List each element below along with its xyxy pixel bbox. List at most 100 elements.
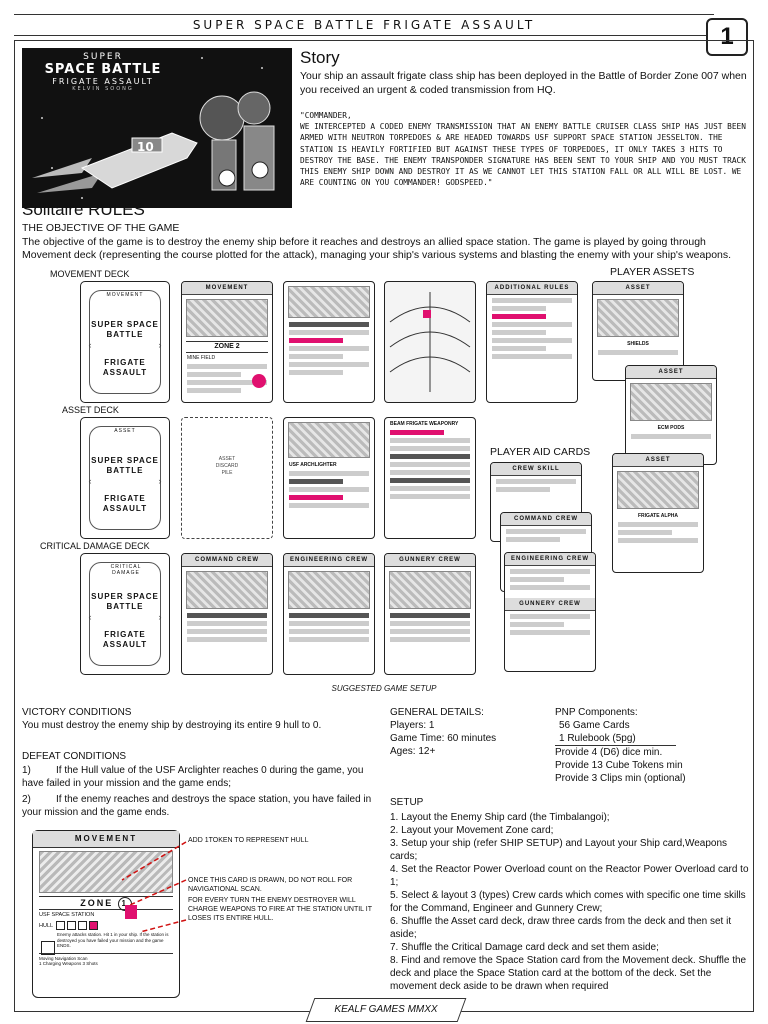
general-heading: GENERAL DETAILS: bbox=[390, 707, 484, 718]
defeat-text: If the enemy reaches and destroys the sp… bbox=[22, 794, 372, 818]
text-line bbox=[492, 330, 546, 335]
gunnery-crew-card[interactable]: GUNNERY CREW bbox=[384, 553, 476, 675]
aid-card-engineering[interactable]: ENGINEERING CREW GUNNERY CREW bbox=[504, 552, 596, 672]
setup-step: 3. Setup your ship (refer SHIP SETUP) an… bbox=[390, 838, 728, 862]
bottom-line1: Moving Navigation Scan bbox=[39, 955, 88, 961]
enemy-ship-card[interactable] bbox=[283, 281, 375, 403]
card-back-head: ASSET bbox=[114, 428, 136, 434]
range-tracker-card[interactable] bbox=[384, 281, 476, 403]
brand-word2: BATTLE bbox=[106, 602, 144, 611]
text-line bbox=[289, 354, 343, 359]
brand-word2: BATTLE bbox=[106, 466, 144, 475]
text-line bbox=[492, 322, 572, 327]
asset-name: ECM PODS bbox=[657, 425, 685, 431]
cover-title-line2: SPACE BATTLE bbox=[44, 62, 162, 77]
brand-word3: FRIGATE bbox=[104, 358, 146, 367]
text-line bbox=[289, 362, 369, 367]
text-line bbox=[390, 613, 470, 618]
brand-word3: FRIGATE bbox=[104, 630, 146, 639]
objective-heading: THE OBJECTIVE OF THE GAME bbox=[22, 222, 180, 234]
zone-word: ZONE bbox=[214, 343, 234, 350]
attack-icon bbox=[41, 941, 55, 955]
text-line bbox=[187, 637, 267, 642]
card-art bbox=[288, 286, 370, 318]
victory-text: You must destroy the enemy ship by destr… bbox=[22, 720, 322, 731]
setup-step: 7. Shuffle the Critical Damage card deck… bbox=[390, 942, 659, 953]
explosion-icon bbox=[252, 374, 266, 388]
transmission-greeting: "COMMANDER, bbox=[300, 111, 352, 120]
player-assets-label: PLAYER ASSETS bbox=[610, 266, 695, 278]
text-line bbox=[496, 479, 576, 484]
players-count: Players: 1 bbox=[390, 720, 435, 731]
text-line bbox=[510, 614, 590, 619]
setup-step: 8. Find and remove the Space Station car… bbox=[390, 955, 747, 992]
story-intro: Your ship an assault frigate class ship … bbox=[300, 70, 747, 96]
suggested-setup-caption: SUGGESTED GAME SETUP bbox=[331, 684, 437, 693]
setup-heading: SETUP bbox=[390, 797, 424, 808]
card-header: CREW SKILL bbox=[491, 463, 581, 476]
cover-author: KELVIN SOONG bbox=[72, 86, 134, 92]
card-art bbox=[597, 299, 679, 337]
text-line bbox=[390, 446, 470, 451]
card-back-head: CRITICAL DAMAGE bbox=[110, 564, 142, 576]
asset-name: FRIGATE ALPHA bbox=[638, 513, 678, 519]
transmission-body: WE INTERCEPTED A CODED ENEMY TRANSMISSIO… bbox=[300, 122, 746, 188]
cover-title: SUPER SPACE BATTLE FRIGATE ASSAULT KELVI… bbox=[28, 52, 178, 92]
svg-text:10: 10 bbox=[137, 140, 154, 154]
card-bottom: Moving Navigation Scan 1 Charging Weapon… bbox=[39, 952, 173, 967]
asset-card-frigate-alpha[interactable]: ASSET FRIGATE ALPHA bbox=[612, 453, 704, 573]
story-heading: Story bbox=[300, 48, 340, 67]
page-header: SUPER SPACE BATTLE FRIGATE ASSAULT bbox=[14, 14, 714, 36]
setup-steps: 1. Layout the Enemy Ship card (the Timba… bbox=[390, 811, 755, 993]
setup-step: 5. Select & layout 3 (types) Crew cards … bbox=[390, 890, 746, 914]
general-details: GENERAL DETAILS: Players: 1 Game Time: 6… bbox=[390, 706, 496, 758]
card-art bbox=[186, 571, 268, 609]
hull-token bbox=[89, 921, 99, 930]
text-line bbox=[289, 503, 369, 508]
text-line bbox=[390, 478, 470, 483]
publisher-footer: KEALF GAMES MMXX bbox=[305, 998, 467, 1022]
setup-step: 6. Shuffle the Asset card deck, draw thr… bbox=[390, 916, 732, 940]
text-line bbox=[187, 621, 267, 626]
text-line bbox=[618, 530, 672, 535]
hull-box bbox=[78, 921, 88, 930]
defeat-heading: DEFEAT CONDITIONS bbox=[22, 751, 127, 762]
text-line bbox=[187, 380, 267, 385]
brand-word3: FRIGATE bbox=[104, 494, 146, 503]
card-header: ENGINEERING CREW bbox=[505, 553, 595, 566]
additional-rules-card[interactable]: ADDITIONAL RULES bbox=[486, 281, 578, 403]
defeat-num: 2) bbox=[22, 794, 31, 805]
weapons-card[interactable]: BEAM FRIGATE WEAPONRY bbox=[384, 417, 476, 539]
command-crew-card[interactable]: COMMAND CREW bbox=[181, 553, 273, 675]
highlight-line bbox=[492, 314, 546, 319]
text-line bbox=[492, 338, 572, 343]
card-back-head: MOVEMENT bbox=[106, 292, 144, 298]
victory-section: VICTORY CONDITIONS You must destroy the … bbox=[22, 706, 321, 732]
zone-subtitle: MINE FIELD bbox=[187, 355, 216, 361]
asset-card-ecm[interactable]: ASSET ECM PODS bbox=[625, 365, 717, 465]
card-header: COMMAND CREW bbox=[501, 513, 591, 526]
asset-discard-pile[interactable]: ASSET DISCARD PILE bbox=[181, 417, 273, 539]
text-line bbox=[510, 630, 590, 635]
text-line bbox=[510, 577, 564, 582]
discard-line2: DISCARD bbox=[215, 463, 239, 469]
text-line bbox=[390, 621, 470, 626]
text-line bbox=[289, 613, 369, 618]
engineering-crew-card[interactable]: ENGINEERING CREW bbox=[283, 553, 375, 675]
card-back-border bbox=[89, 426, 161, 530]
asset-name: SHIELDS bbox=[627, 341, 649, 347]
player-ship-card[interactable]: USF ARCHLIGHTER bbox=[283, 417, 375, 539]
card-header: ENGINEERING CREW bbox=[284, 554, 374, 567]
hull-track: HULL bbox=[39, 921, 173, 930]
ship-name: USF ARCHLIGHTER bbox=[289, 462, 337, 468]
example-movement-card[interactable]: MOVEMENT ZONE 1 USF SPACE STATION HULL E… bbox=[32, 830, 180, 998]
text-line bbox=[187, 629, 267, 634]
text-line bbox=[390, 494, 470, 499]
movement-zone-card[interactable]: MOVEMENT ZONE 2 MINE FIELD bbox=[181, 281, 273, 403]
station-name: USF SPACE STATION bbox=[39, 912, 95, 918]
